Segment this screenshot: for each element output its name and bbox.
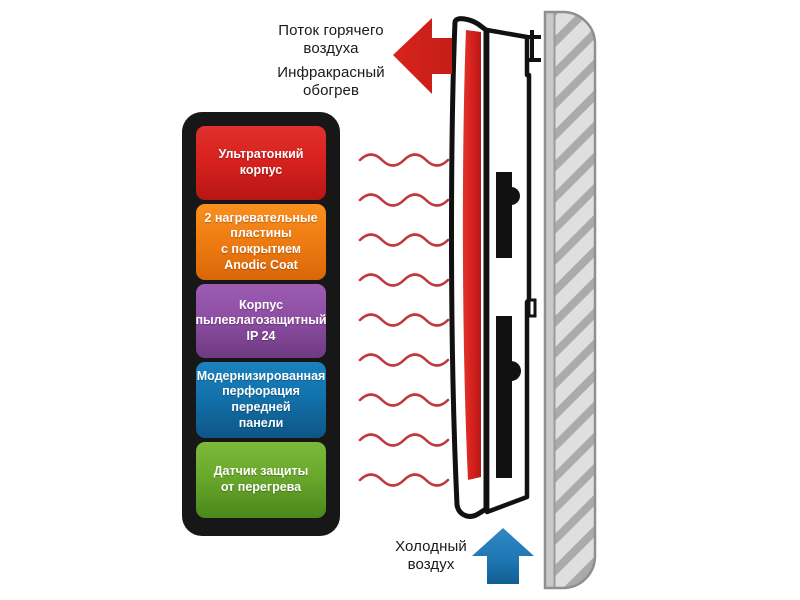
heating-element-lower (496, 316, 521, 478)
cold-air-arrow (472, 528, 534, 584)
feature-item-ultrathin-body[interactable]: Ультратонкий корпус (196, 126, 326, 200)
heating-element-upper (496, 172, 520, 258)
annotation-cold-air: Холодный воздух (395, 538, 467, 573)
feature-label-text: Модернизированная перфорация передней па… (196, 368, 326, 430)
hot-air-arrow (393, 18, 452, 94)
feature-label-text: Корпус пылевлагозащитный IP 24 (195, 297, 327, 343)
heating-fins-upper (496, 172, 504, 258)
feature-label-text: 2 нагревательные пластины с покрытием An… (204, 210, 318, 272)
feature-item-front-panel-perforation[interactable]: Модернизированная перфорация передней па… (196, 362, 326, 438)
feature-item-heating-plates[interactable]: 2 нагревательные пластины с покрытием An… (196, 204, 326, 280)
fin-teeth-lower (496, 318, 508, 474)
wall-group (543, 10, 597, 590)
heating-plate-lower (496, 316, 512, 478)
wall-outline (543, 10, 597, 590)
feature-label-text: Ультратонкий корпус (218, 147, 304, 177)
annotation-hot-air-flow: Поток горячего воздуха (278, 22, 384, 57)
device-group (449, 16, 537, 519)
device-front-red-panel (462, 30, 481, 480)
infrared-wave-lines (358, 153, 450, 487)
wall-inner-edge (545, 12, 554, 588)
heating-node-lower (501, 361, 521, 381)
feature-item-dust-moisture-body[interactable]: Корпус пылевлагозащитный IP 24 (195, 284, 327, 358)
heating-node-upper (502, 187, 520, 205)
annotation-infrared-heating: Инфракрасный обогрев (277, 64, 385, 99)
feature-label-text: Датчик защиты от перегрева (213, 464, 309, 494)
bracket-lower (527, 298, 537, 318)
feature-item-overheat-sensor[interactable]: Датчик защиты от перегрева (196, 442, 326, 518)
